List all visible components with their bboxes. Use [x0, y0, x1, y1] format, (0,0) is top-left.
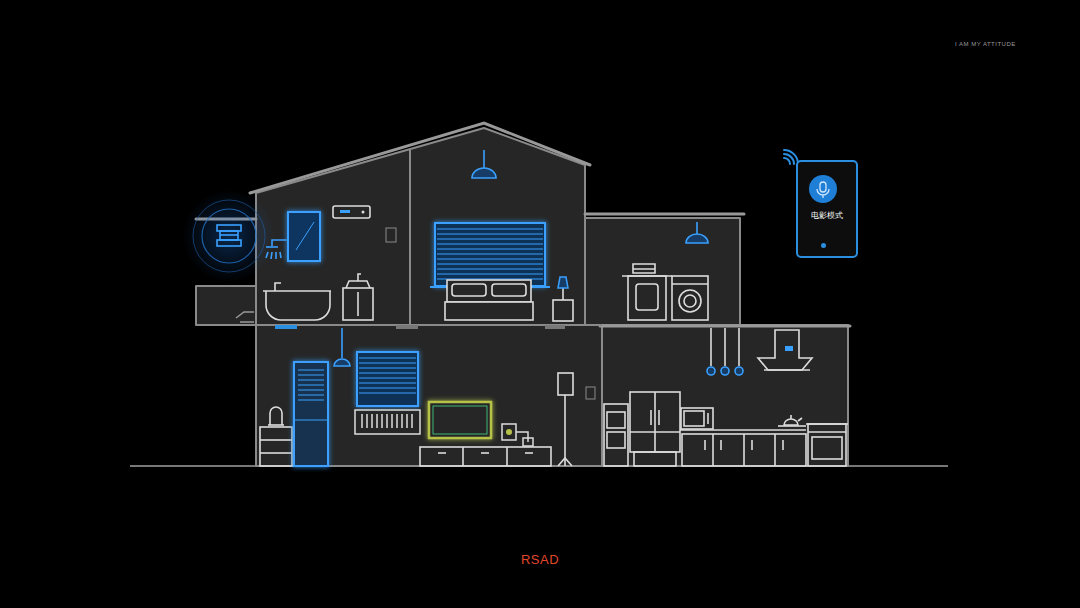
voice-button	[808, 174, 838, 204]
home-button	[821, 243, 826, 248]
slogan-text: I AM MY ATTITUDE	[955, 41, 1016, 47]
phone-screen: 电影模式	[796, 160, 858, 258]
brand-logo: RSAD	[521, 552, 559, 567]
mode-label: 电影模式	[798, 210, 856, 221]
